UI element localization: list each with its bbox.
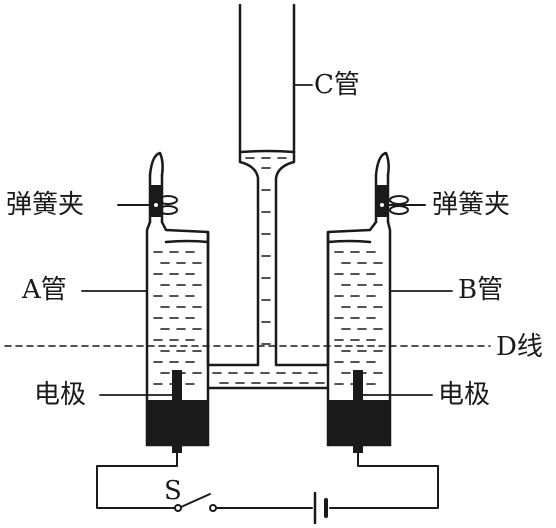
- liquid-hatching: [153, 157, 383, 385]
- label-spring-clamp-left: 弹簧夹: [6, 190, 85, 220]
- u-tube-body: [206, 150, 330, 390]
- spring-clamp-right: [378, 195, 426, 215]
- label-tube-a: A管: [22, 275, 67, 305]
- electrode-left: [147, 370, 208, 453]
- label-electrode-right: 电极: [438, 380, 491, 410]
- label-tube-b: B管: [458, 275, 504, 305]
- circuit-wire: [96, 452, 439, 525]
- leader-lines: [81, 84, 453, 396]
- spring-clamp-left: [117, 195, 178, 215]
- label-spring-clamp-right: 弹簧夹: [432, 190, 511, 220]
- tube-c: [238, 3, 296, 154]
- label-electrode-left: 电极: [34, 380, 87, 410]
- electrode-right: [328, 370, 390, 453]
- label-switch: S: [164, 476, 182, 506]
- label-tube-c: C管: [314, 70, 360, 100]
- label-d-line: D线: [496, 332, 543, 362]
